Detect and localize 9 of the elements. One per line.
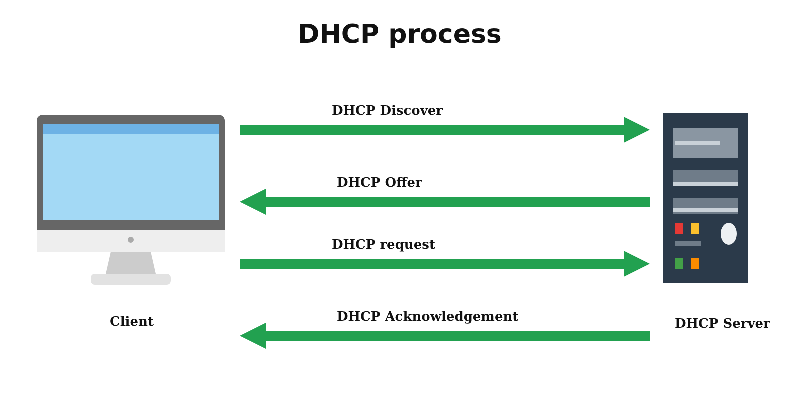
edge-label: DHCP request bbox=[330, 238, 438, 253]
diagram-title: DHCP process bbox=[297, 20, 503, 50]
node-label: Client bbox=[110, 315, 154, 330]
arrow bbox=[240, 251, 650, 277]
arrow bbox=[240, 117, 650, 143]
arrow bbox=[240, 189, 650, 215]
edge-label: DHCP Acknowledgement bbox=[335, 310, 521, 325]
arrow bbox=[240, 323, 650, 349]
node-label: DHCP Server bbox=[675, 317, 770, 332]
